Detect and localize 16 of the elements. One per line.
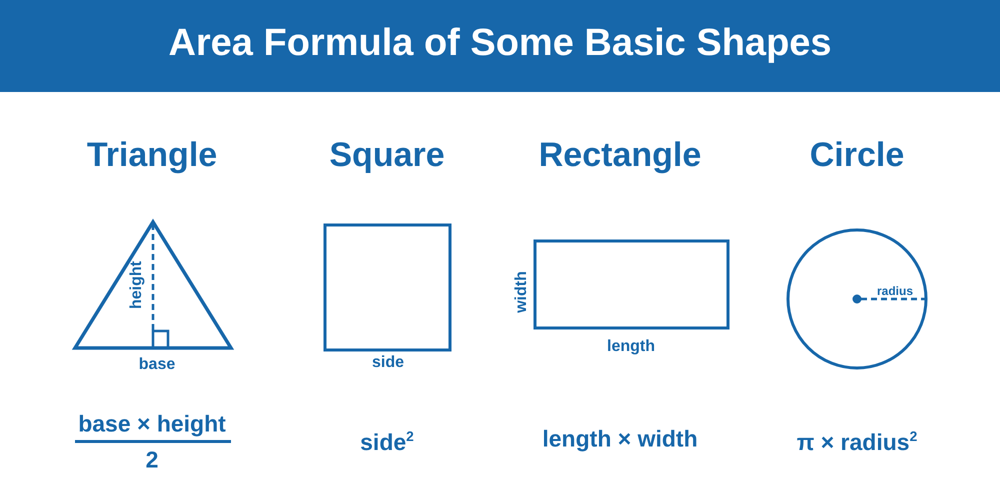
dimension-label: length — [607, 339, 655, 355]
area-formula: π × radius$^{2}$ — [796, 430, 918, 454]
shape-heading: Triangle — [86, 138, 218, 172]
dimension-label: radius — [877, 285, 913, 297]
shape-heading: Circle — [810, 138, 904, 172]
area-formula: length × width — [542, 428, 698, 450]
title: Area Formula of Some Basic Shapes — [167, 22, 833, 65]
formula-numerator: base × height — [78, 412, 226, 436]
shape-heading: Rectangle — [538, 138, 702, 172]
dimension-label: side — [372, 355, 404, 371]
formula-denominator: 2 — [146, 448, 158, 472]
dimension-label: height — [129, 261, 145, 309]
shape-heading: Square — [329, 138, 445, 172]
area-formula: side$^{2}$ — [360, 430, 414, 454]
dimension-label: base — [138, 357, 176, 373]
dimension-label: width — [514, 271, 530, 313]
